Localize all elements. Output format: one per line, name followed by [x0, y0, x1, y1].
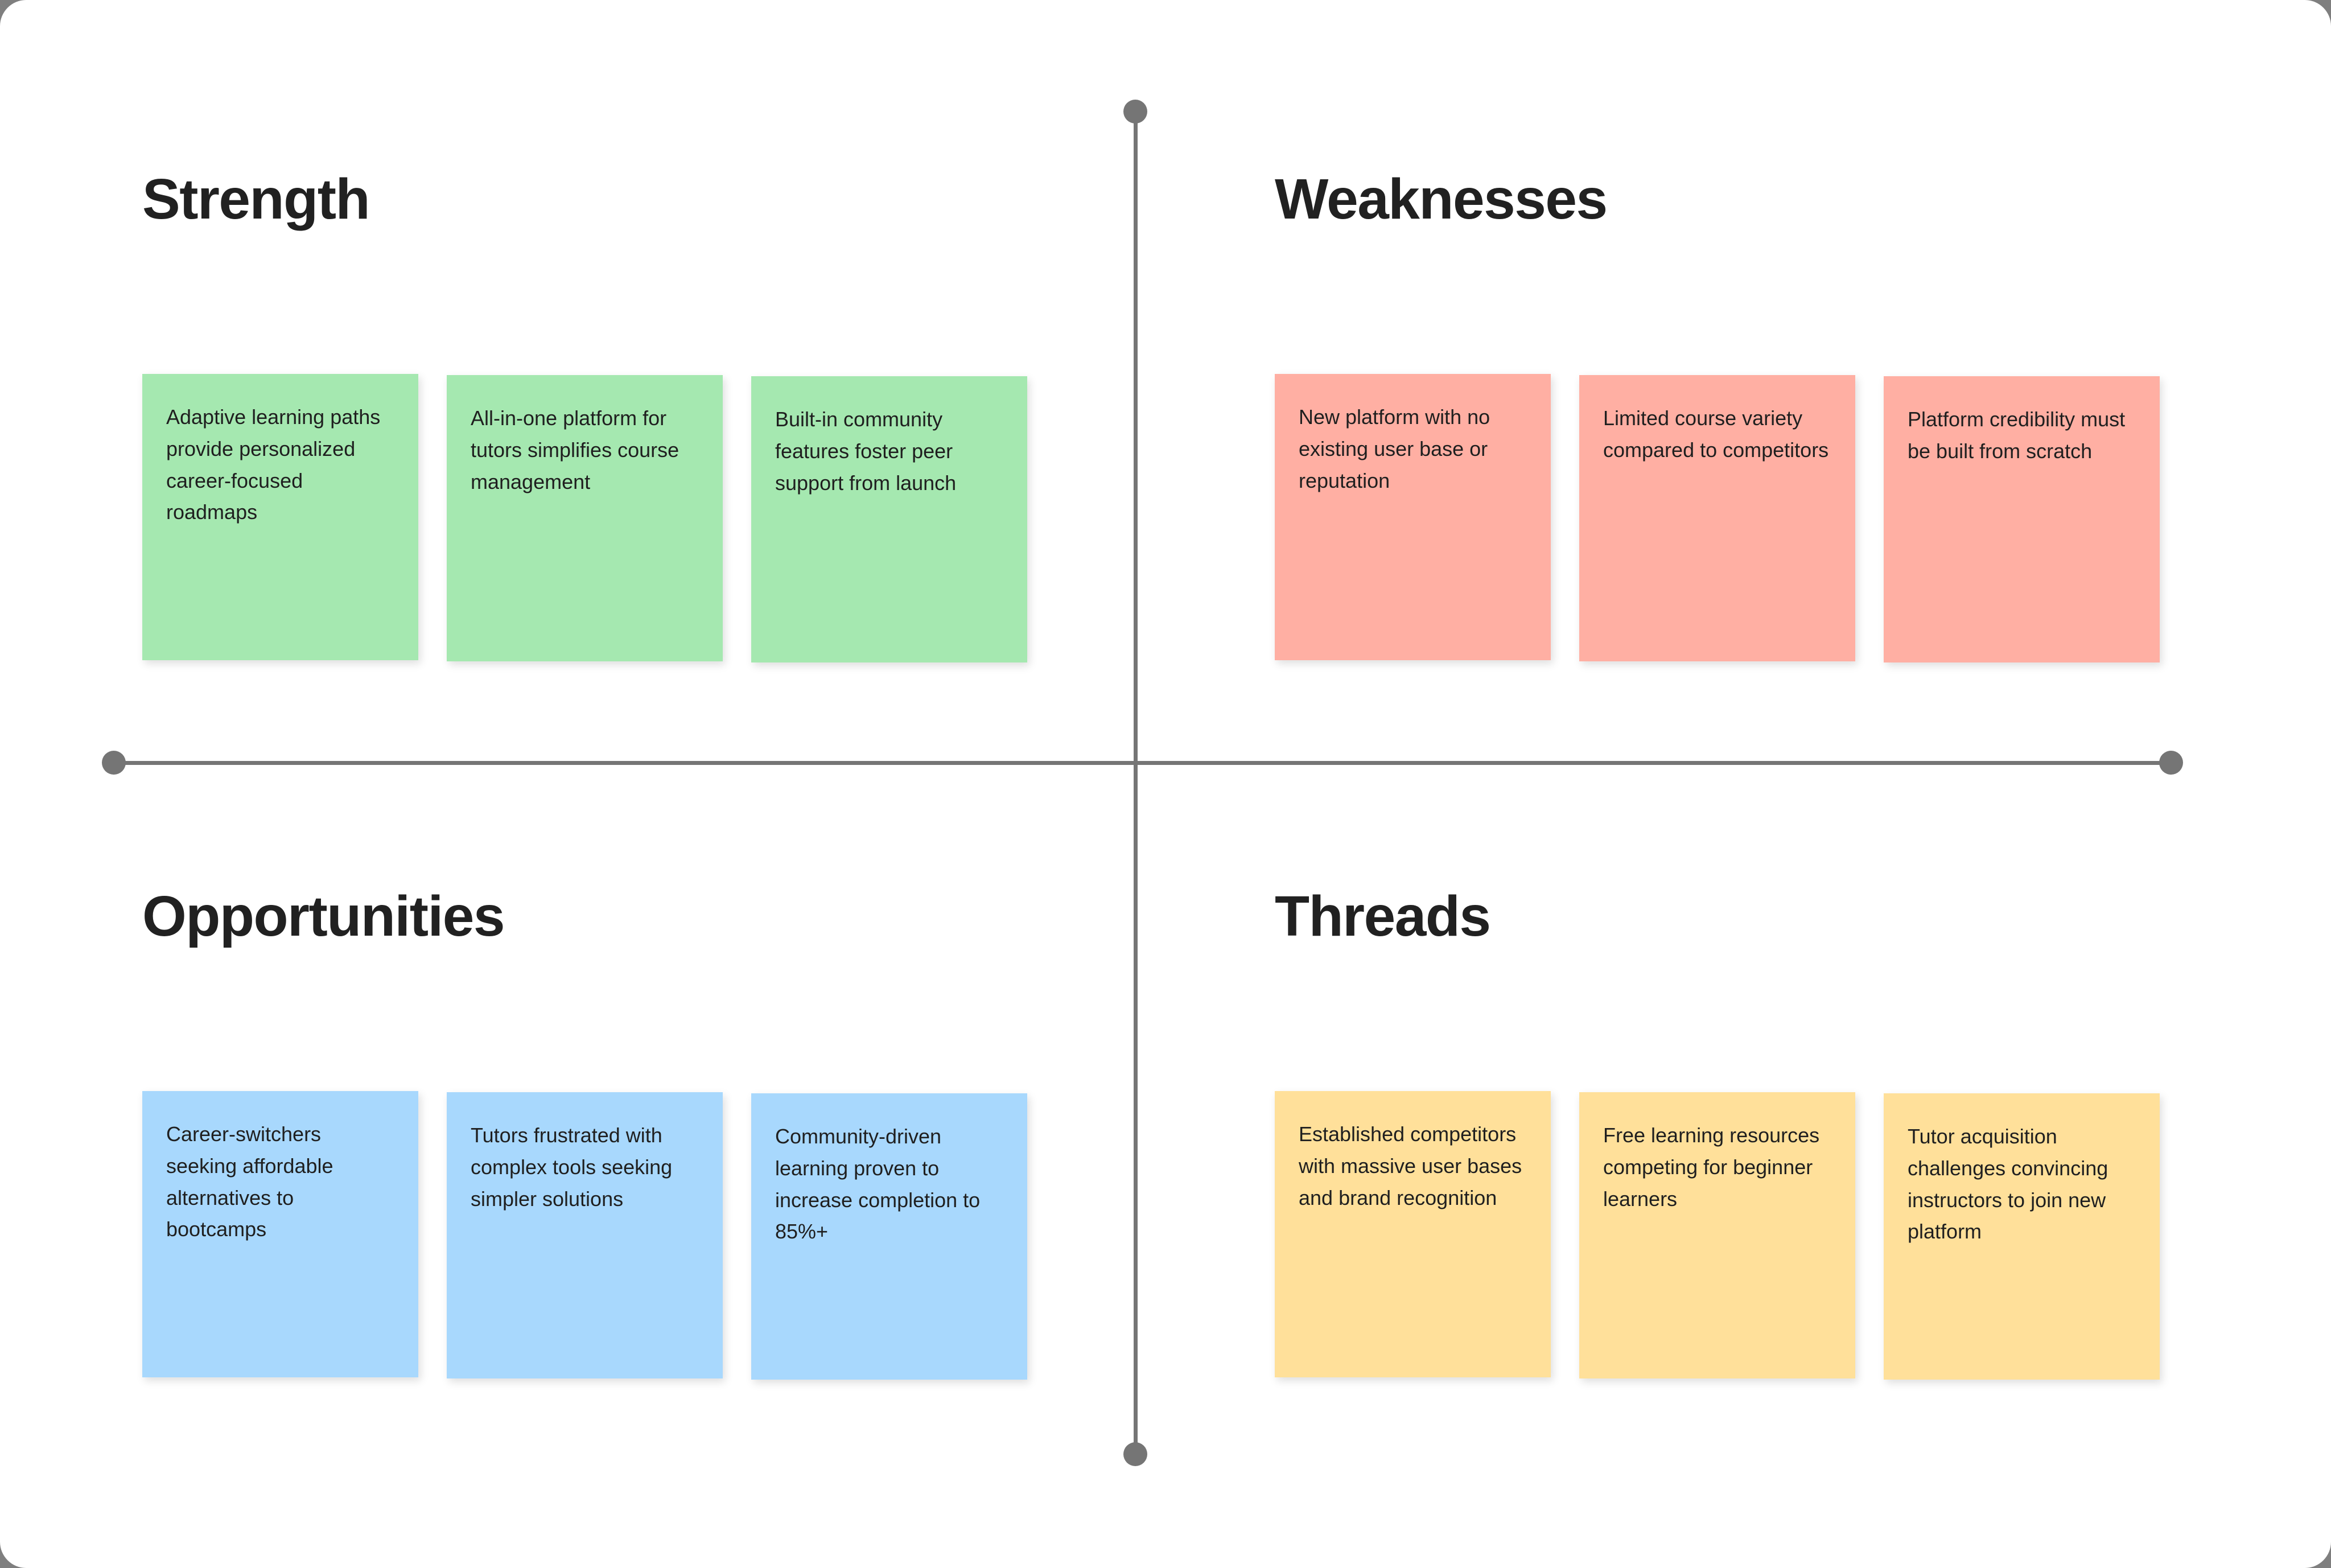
divider-endpoint-dot-top[interactable] — [1123, 100, 1147, 124]
note-row-strength: Adaptive learning paths provide personal… — [142, 374, 1027, 662]
divider-endpoint-dot-right[interactable] — [2159, 751, 2183, 775]
note-row-opportunities: Career-switchers seeking affordable alte… — [142, 1091, 1027, 1380]
divider-endpoint-dot-bottom[interactable] — [1123, 1442, 1147, 1466]
quadrant-title-opportunities: Opportunities — [142, 884, 505, 948]
sticky-note[interactable]: Career-switchers seeking affordable alte… — [142, 1091, 418, 1377]
horizontal-divider-line — [114, 761, 2172, 765]
quadrant-strength: Strength — [142, 167, 370, 231]
sticky-note[interactable]: Limited course variety compared to compe… — [1579, 375, 1855, 661]
sticky-note[interactable]: Platform credibility must be built from … — [1884, 376, 2160, 662]
sticky-note[interactable]: Established competitors with massive use… — [1275, 1091, 1551, 1377]
quadrant-threads: Threads — [1275, 884, 1491, 948]
quadrant-title-strength: Strength — [142, 167, 370, 231]
quadrant-weaknesses: Weaknesses — [1275, 167, 1608, 231]
sticky-note[interactable]: Built-in community features foster peer … — [751, 376, 1027, 662]
quadrant-title-weaknesses: Weaknesses — [1275, 167, 1608, 231]
quadrant-title-threads: Threads — [1275, 884, 1491, 948]
sticky-note[interactable]: All-in-one platform for tutors simplifie… — [447, 375, 723, 661]
sticky-note[interactable]: Adaptive learning paths provide personal… — [142, 374, 418, 660]
divider-endpoint-dot-left[interactable] — [102, 751, 126, 775]
sticky-note[interactable]: Tutor acquisition challenges convincing … — [1884, 1093, 2160, 1380]
sticky-note[interactable]: Free learning resources competing for be… — [1579, 1092, 1855, 1378]
note-row-weaknesses: New platform with no existing user base … — [1275, 374, 2160, 662]
vertical-divider-line — [1134, 112, 1138, 1455]
sticky-note[interactable]: Community-driven learning proven to incr… — [751, 1093, 1027, 1380]
sticky-note[interactable]: Tutors frustrated with complex tools see… — [447, 1092, 723, 1378]
quadrant-opportunities: Opportunities — [142, 884, 505, 948]
sticky-note[interactable]: New platform with no existing user base … — [1275, 374, 1551, 660]
note-row-threads: Established competitors with massive use… — [1275, 1091, 2160, 1380]
